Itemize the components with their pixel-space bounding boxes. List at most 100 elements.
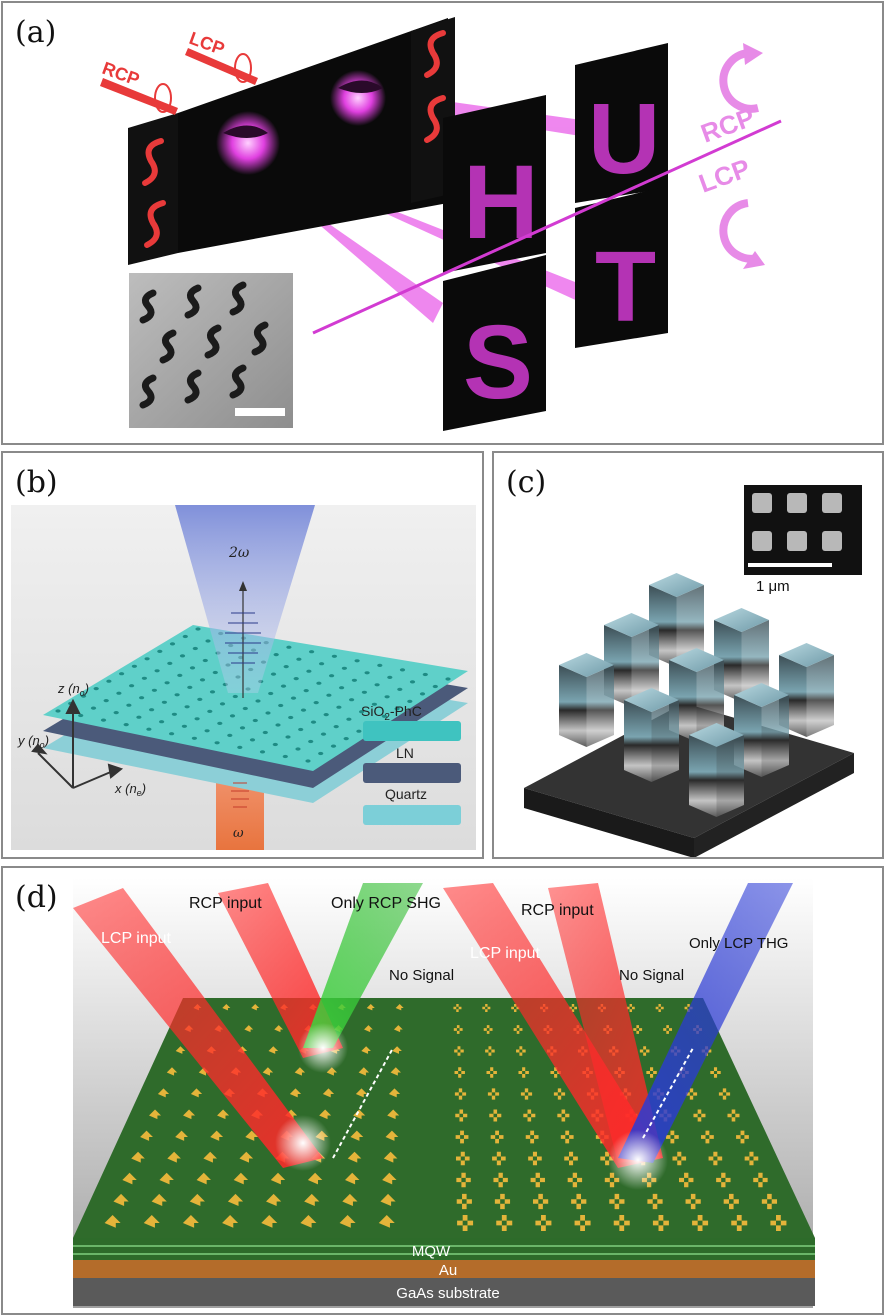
phc-hole <box>154 669 160 673</box>
phc-hole <box>237 745 243 749</box>
meta-atom <box>175 1046 186 1054</box>
phc-hole <box>280 684 287 688</box>
meta-atom <box>261 1215 278 1228</box>
meta-atom <box>560 1130 574 1144</box>
meta-atom <box>626 1004 635 1012</box>
phc-hole <box>116 691 122 695</box>
phc-hole <box>293 677 299 681</box>
panel-b-label: (b) <box>15 465 58 500</box>
meta-atom <box>571 1193 587 1210</box>
input-pulse <box>231 782 249 808</box>
only-rcp-shg-label: Only RCP SHG <box>331 895 441 912</box>
s-element-icon <box>142 30 446 248</box>
phc-hole <box>371 702 377 706</box>
meta-atom <box>393 1025 403 1033</box>
meta-atom <box>718 1088 731 1100</box>
meta-atom <box>453 1004 462 1012</box>
meta-atom <box>482 1004 491 1012</box>
letter-panels: H U S T <box>443 43 668 431</box>
meta-atom <box>307 1172 323 1185</box>
letter-panel-s <box>443 255 546 431</box>
svg-text:SiO2-PhC: SiO2-PhC <box>361 703 422 723</box>
legend-swatch-phc <box>363 721 461 741</box>
phc-hole <box>232 694 238 699</box>
phc-hole <box>217 721 223 725</box>
phc-hole <box>278 703 284 708</box>
phc-hole <box>354 659 360 663</box>
phc-hole <box>80 694 87 698</box>
phc-hole <box>103 699 109 703</box>
phc-hole <box>387 675 393 679</box>
only-lcp-thg-label: Only LCP THG <box>689 935 788 952</box>
meta-atom <box>685 1193 701 1210</box>
meta-atom <box>569 1004 577 1012</box>
meta-atom <box>167 1151 181 1163</box>
meta-atom <box>518 1067 529 1078</box>
meta-atom <box>266 1193 282 1207</box>
meta-atom <box>525 1130 539 1144</box>
lcp-side-label: LCP <box>695 153 754 199</box>
pillar-array <box>559 573 834 817</box>
meta-atom <box>380 1193 396 1207</box>
meta-atom <box>198 1067 210 1076</box>
panel-a: (a) <box>1 1 884 445</box>
scale-bar <box>235 408 285 416</box>
phc-hole <box>306 669 312 673</box>
layer-label-au: Au <box>439 1262 457 1279</box>
meta-atom <box>701 1130 714 1144</box>
meta-atom <box>183 1109 196 1120</box>
phc-hole <box>422 672 428 677</box>
meta-atom <box>347 1151 362 1163</box>
phc-hole <box>139 696 145 700</box>
meta-atom <box>492 1151 506 1166</box>
phc-hole <box>93 687 99 691</box>
meta-atom <box>663 1025 673 1034</box>
pillar <box>689 723 744 817</box>
meta-atom <box>520 1088 533 1100</box>
phc-hole <box>339 686 345 690</box>
meta-atom <box>175 1130 188 1141</box>
meta-atom <box>486 1067 497 1078</box>
meta-atom <box>395 1004 404 1011</box>
phc-hole <box>207 709 213 713</box>
phc-hole <box>126 703 132 707</box>
meta-atom <box>455 1109 468 1122</box>
phc-hole <box>259 750 266 754</box>
phc-hole <box>151 688 157 692</box>
phc-hole <box>204 729 210 733</box>
meta-atom <box>609 1193 625 1210</box>
meta-atom <box>708 1151 723 1166</box>
freq-2w: 2ω <box>228 545 250 561</box>
phc-hole <box>288 715 294 720</box>
meta-atom <box>511 1004 520 1012</box>
meta-atom <box>574 1215 591 1231</box>
meta-atom <box>532 1193 549 1210</box>
letter-h: H <box>463 144 539 261</box>
phc-hole <box>349 698 355 702</box>
meta-atom <box>753 1172 768 1188</box>
panel-d-label: (d) <box>15 880 58 915</box>
thg-beam <box>618 883 793 1163</box>
meta-atom <box>339 1215 356 1228</box>
phc-hole <box>100 718 107 722</box>
phc-hole <box>273 653 279 657</box>
phc-hole <box>326 693 332 697</box>
legend-label-phc: SiO <box>361 703 384 719</box>
phc-hole <box>144 657 150 661</box>
phc-hole <box>397 687 403 691</box>
phc-hole <box>174 693 180 697</box>
hologram-spot-right <box>330 70 386 126</box>
panel-d: (d) <box>1 866 884 1315</box>
meta-atom <box>378 1215 395 1228</box>
phc-hole <box>167 661 173 665</box>
phc-hole <box>262 730 268 735</box>
pillar <box>714 608 769 702</box>
meta-atom <box>639 1046 650 1056</box>
phc-hole <box>356 729 362 733</box>
phc-hole <box>333 725 339 729</box>
phc-hole <box>265 711 271 715</box>
phc-hole <box>381 714 387 718</box>
meta-atom <box>454 1088 467 1100</box>
legend-swatch-quartz <box>363 805 461 825</box>
phc-hole <box>171 712 177 716</box>
